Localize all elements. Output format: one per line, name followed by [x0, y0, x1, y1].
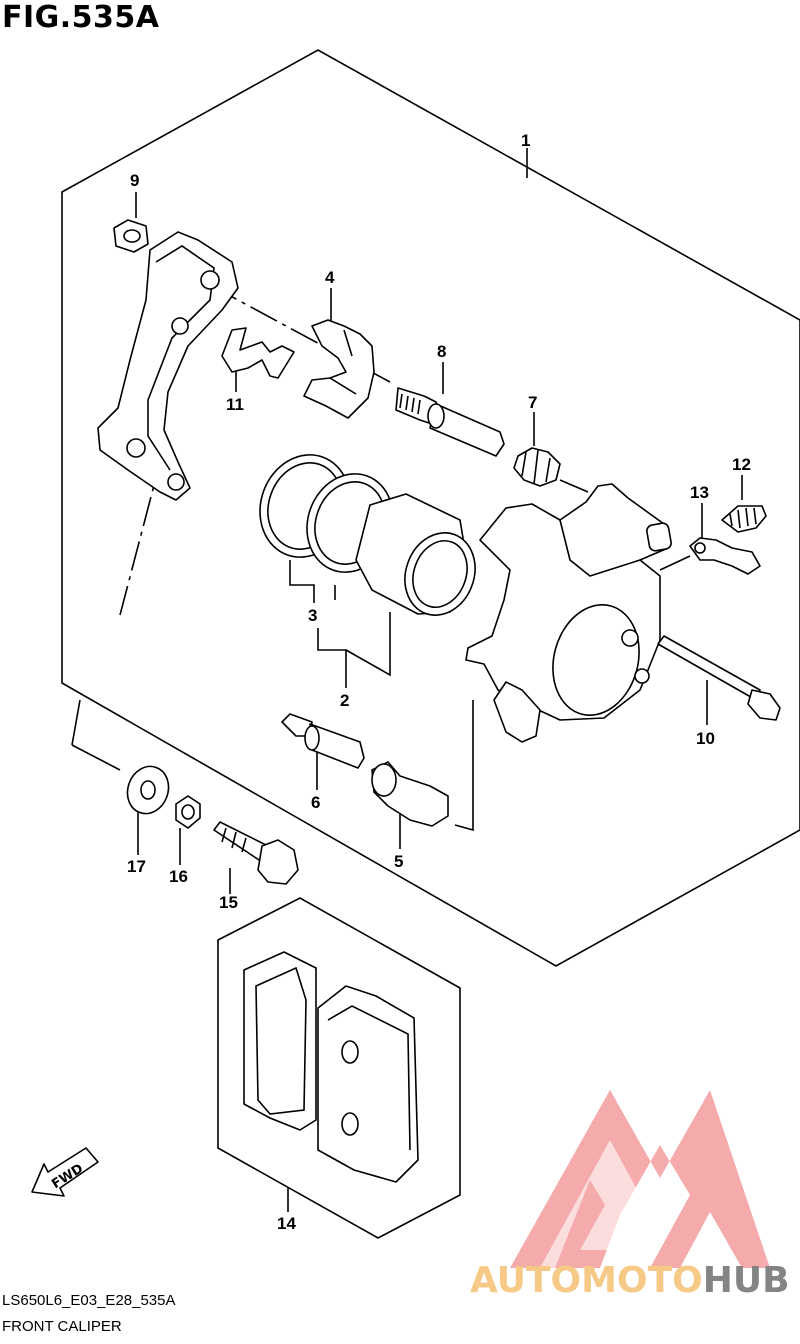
- part-15-bolt: [213, 821, 299, 885]
- caliper-body: [465, 483, 672, 743]
- leader-lines: [71, 148, 743, 1212]
- watermark-text-part2: HUB: [703, 1260, 790, 1301]
- figure-code: LS650L6_E03_E28_535A: [2, 1292, 176, 1309]
- assembly-outline: [61, 49, 800, 967]
- part-8-slide-pin: [395, 387, 505, 457]
- part-12-bleeder: [721, 505, 767, 533]
- callout-3: 3: [308, 606, 317, 625]
- callout-8: 8: [437, 342, 446, 361]
- part-7-boot: [513, 447, 561, 487]
- part-6-pin: [281, 713, 365, 769]
- fwd-arrow: FWD: [31, 1147, 99, 1197]
- watermark-text-part1: AUTOMOTO: [470, 1260, 703, 1301]
- callout-9: 9: [130, 171, 139, 190]
- part-2-piston: [355, 493, 476, 616]
- callout-15: 15: [219, 893, 238, 912]
- callout-16: 16: [169, 867, 188, 886]
- callout-11: 11: [226, 395, 244, 414]
- part-9-nut: [113, 219, 149, 253]
- part-5-boot: [371, 761, 449, 827]
- part-17-washer: [126, 765, 170, 815]
- callout-6: 6: [311, 793, 320, 812]
- callout-labels: 1 2 3 4 5 6 7 8 9 10 11 12 13 14 15 16 1…: [127, 131, 751, 1233]
- callout-17: 17: [127, 857, 146, 876]
- figure-name: FRONT CALIPER: [2, 1318, 122, 1335]
- callout-14: 14: [277, 1214, 296, 1233]
- watermark-text: AUTOMOTOHUB: [470, 1260, 790, 1301]
- callout-1: 1: [521, 131, 530, 150]
- callout-4: 4: [325, 268, 335, 287]
- callout-2: 2: [340, 691, 349, 710]
- figure-title: FIG.535A: [2, 0, 160, 35]
- part-13-bracket: [689, 537, 761, 575]
- part-16-washer: [175, 795, 201, 829]
- part-14-brake-pads: [217, 897, 461, 1239]
- part-10-pin-bolt: [657, 635, 781, 721]
- part-11-spring: [221, 327, 295, 379]
- callout-13: 13: [690, 483, 709, 502]
- callout-7: 7: [528, 393, 537, 412]
- watermark-logo: AUTOMOTOHUB: [470, 1090, 790, 1301]
- callout-5: 5: [394, 852, 403, 871]
- part-4-pad-spring: [303, 319, 375, 419]
- callout-12: 12: [732, 455, 751, 474]
- callout-10: 10: [696, 729, 715, 748]
- caliper-bracket: [97, 231, 239, 501]
